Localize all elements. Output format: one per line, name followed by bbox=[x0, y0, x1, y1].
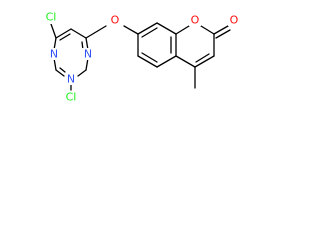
bond bbox=[156, 22, 177, 35]
oxygen-label: O bbox=[230, 14, 239, 27]
bond bbox=[137, 55, 158, 68]
bond bbox=[194, 55, 215, 68]
bond bbox=[141, 52, 158, 63]
bond bbox=[77, 69, 87, 77]
pyranone-ring bbox=[175, 25, 215, 68]
oxygen-label: O bbox=[111, 14, 120, 27]
bond bbox=[141, 27, 158, 38]
bond bbox=[70, 28, 87, 39]
atom-labels: Cl Cl N N N O O O bbox=[44, 11, 240, 104]
nitrogen-label: N bbox=[50, 48, 58, 61]
chlorine-label: Cl bbox=[46, 11, 57, 24]
molecule-structure: Cl Cl N N N O O O bbox=[44, 11, 240, 104]
bond bbox=[195, 53, 210, 63]
bond bbox=[50, 23, 57, 39]
bond bbox=[175, 55, 196, 68]
bond bbox=[200, 25, 215, 35]
benzene-ring bbox=[137, 22, 177, 68]
bond bbox=[215, 29, 231, 39]
bond bbox=[59, 67, 66, 73]
bond bbox=[175, 25, 190, 35]
bond bbox=[85, 25, 107, 39]
bond bbox=[156, 55, 177, 68]
bond bbox=[137, 22, 158, 35]
chlorine-label: Cl bbox=[66, 91, 77, 104]
bond bbox=[59, 33, 71, 41]
bond bbox=[55, 28, 72, 39]
bond bbox=[213, 25, 229, 35]
nitrogen-label: N bbox=[67, 73, 75, 86]
bond bbox=[123, 25, 139, 35]
bond bbox=[55, 69, 65, 77]
nitrogen-label: N bbox=[84, 48, 92, 61]
oxygen-label: O bbox=[191, 14, 200, 27]
